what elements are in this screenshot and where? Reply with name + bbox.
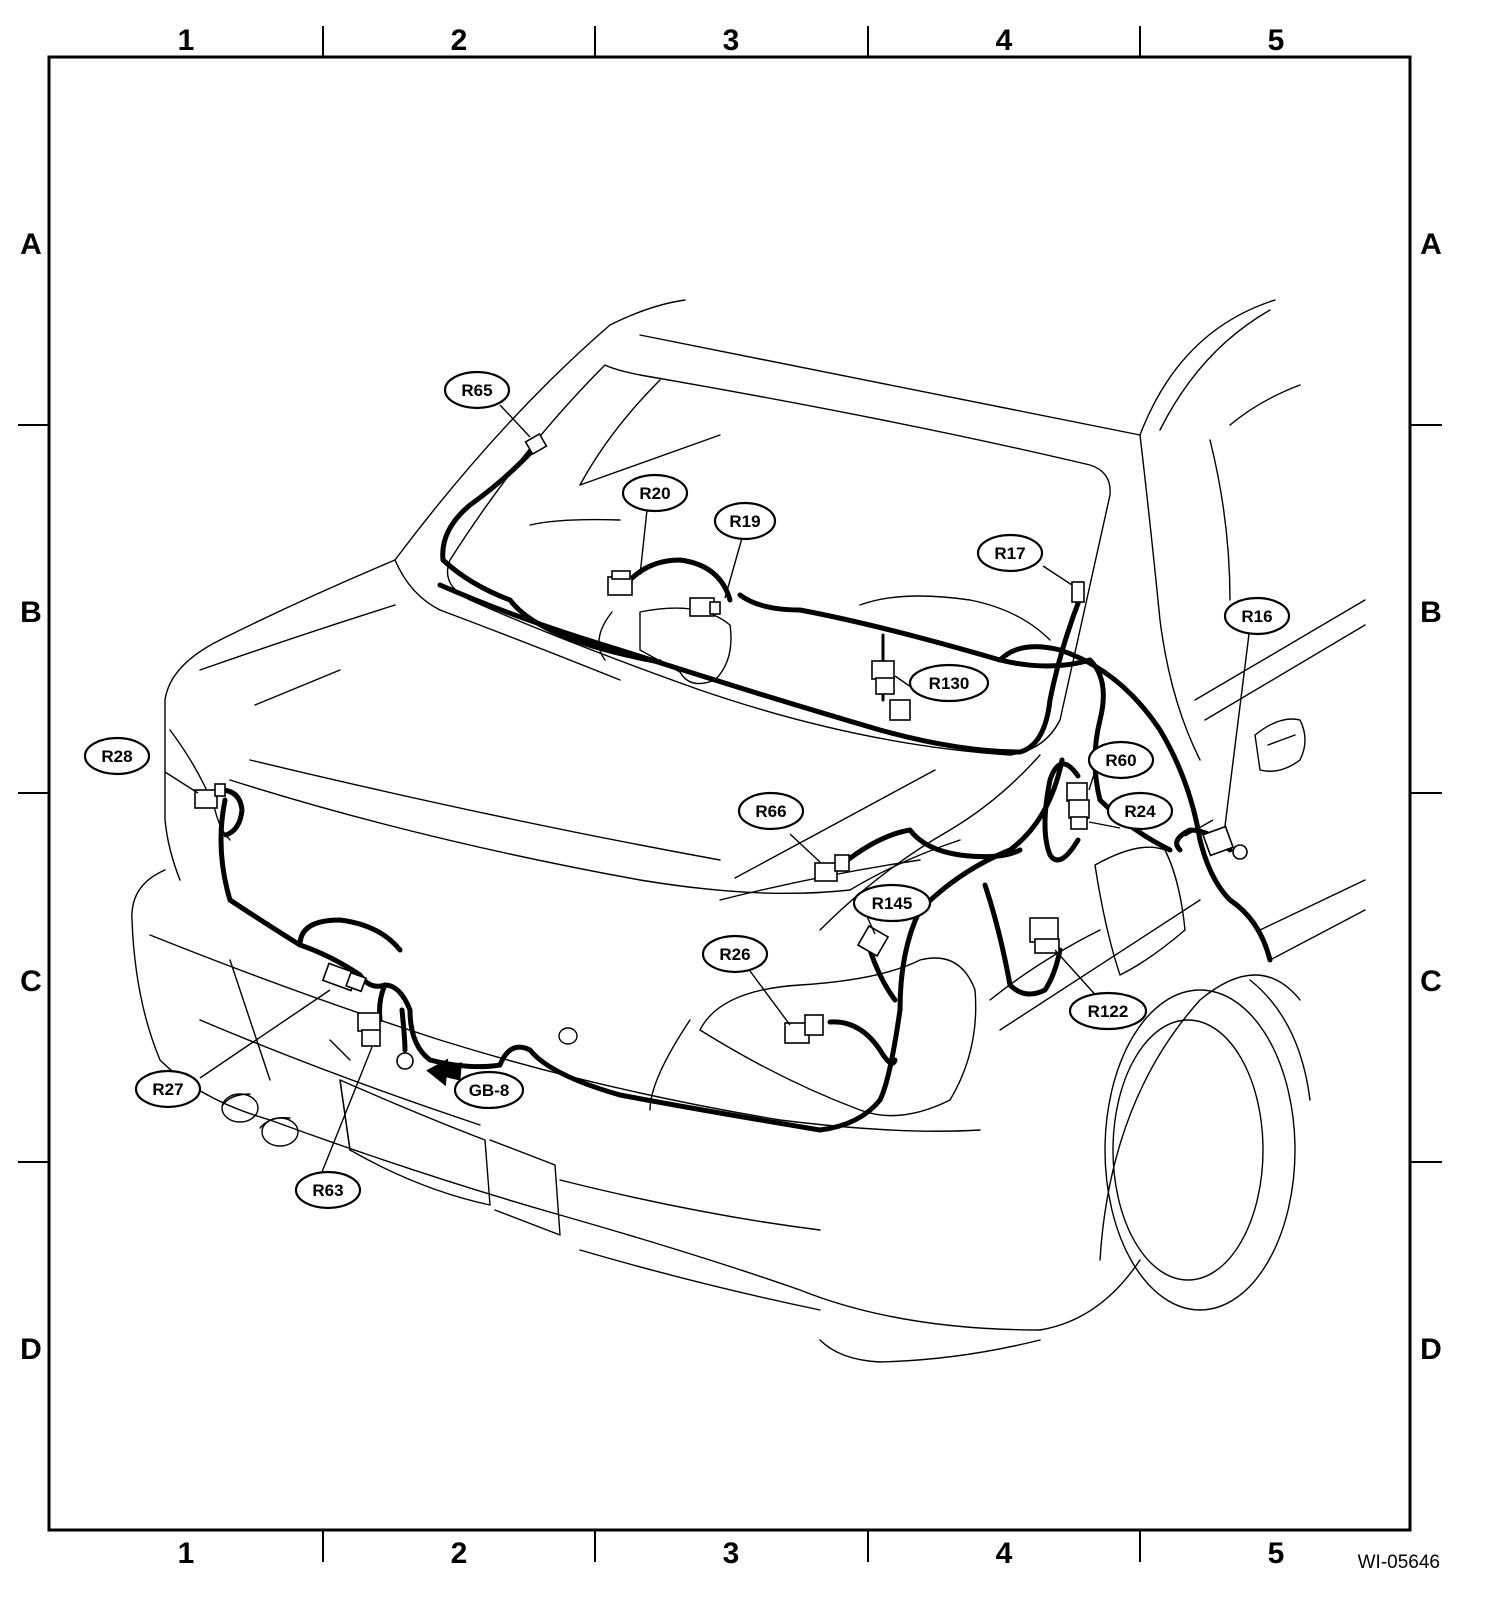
- column-label-1-bottom: 1: [178, 1537, 195, 1570]
- column-label-2-bottom: 2: [451, 1537, 468, 1570]
- callout-r65-label: R65: [461, 381, 492, 400]
- callouts: R65 R20 R19 R17 R16 R130 R28 R60: [83, 370, 1291, 1210]
- callout-r16: R16: [1223, 596, 1291, 636]
- callout-r130: R130: [908, 663, 990, 703]
- ground-terminal-gb8: [396, 1052, 414, 1070]
- callout-r60-label: R60: [1105, 751, 1136, 770]
- connector-r66: [814, 854, 850, 882]
- column-label-4-bottom: 4: [996, 1537, 1013, 1570]
- gb8-arrow-icon: [426, 1058, 462, 1087]
- callout-r16-label: R16: [1241, 607, 1272, 626]
- callout-r66-label: R66: [755, 802, 786, 821]
- callout-r28: R28: [83, 736, 151, 776]
- column-label-5: 5: [1268, 24, 1285, 57]
- row-label-c: C: [20, 965, 42, 998]
- row-label-b: B: [20, 596, 42, 629]
- column-label-2: 2: [451, 24, 468, 57]
- callout-r26: R26: [701, 934, 769, 974]
- callout-r20-label: R20: [639, 484, 670, 503]
- figure-code: WI-05646: [1358, 1552, 1440, 1573]
- column-label-3: 3: [723, 24, 740, 57]
- connector-r65: [524, 432, 548, 456]
- row-label-a: A: [20, 228, 42, 261]
- callout-r66: R66: [737, 791, 805, 831]
- grid-row-labels-right: A B C D: [1420, 228, 1442, 1366]
- connector-r16: [1201, 825, 1248, 860]
- connectors: [194, 432, 1248, 1070]
- connector-r17: [1071, 581, 1085, 603]
- column-label-4: 4: [996, 24, 1013, 57]
- connector-r130: [871, 660, 911, 721]
- callout-r145: R145: [852, 883, 932, 923]
- callout-r17-label: R17: [994, 544, 1025, 563]
- connector-r60: [1066, 782, 1090, 830]
- connector-r19: [689, 597, 721, 617]
- callout-r65: R65: [443, 370, 511, 410]
- row-label-d: D: [20, 1333, 42, 1366]
- callout-r19: R19: [713, 501, 777, 541]
- callout-r20: R20: [621, 473, 689, 513]
- callout-gb8-label: GB-8: [469, 1081, 510, 1100]
- row-label-c-right: C: [1420, 965, 1442, 998]
- row-dividers: [18, 424, 1442, 1163]
- callout-r122-label: R122: [1088, 1002, 1129, 1021]
- column-label-3-bottom: 3: [723, 1537, 740, 1570]
- callout-r27-label: R27: [152, 1080, 183, 1099]
- connector-r28: [194, 783, 226, 809]
- callout-r17: R17: [976, 533, 1044, 573]
- callout-r145-label: R145: [872, 894, 913, 913]
- grid-column-labels-bottom: 1 2 3 4 5: [178, 1537, 1285, 1570]
- callout-r27: R27: [134, 1069, 202, 1109]
- wiring-harness: [217, 445, 1273, 1133]
- connector-r20: [607, 570, 633, 596]
- column-dividers: [322, 26, 1141, 1562]
- connector-r27: [321, 962, 367, 993]
- connector-r122: [1029, 917, 1060, 954]
- column-label-5-bottom: 5: [1268, 1537, 1285, 1570]
- connector-r145: [856, 924, 890, 958]
- row-label-b-right: B: [1420, 596, 1442, 629]
- connector-r26: [784, 1014, 824, 1044]
- connector-r63: [357, 1012, 381, 1047]
- row-label-d-right: D: [1420, 1333, 1442, 1366]
- callout-r28-label: R28: [101, 747, 132, 766]
- leader-lines: [164, 404, 1250, 1178]
- callout-r19-label: R19: [729, 512, 760, 531]
- car-body-outline: [131, 299, 1366, 1363]
- callout-r24-label: R24: [1124, 802, 1156, 821]
- callout-r63: R63: [294, 1170, 362, 1210]
- callout-r63-label: R63: [312, 1181, 343, 1200]
- row-label-a-right: A: [1420, 228, 1442, 261]
- callout-r60: R60: [1087, 740, 1155, 780]
- callout-r26-label: R26: [719, 945, 750, 964]
- grid-column-labels-top: 1 2 3 4 5: [178, 24, 1285, 57]
- callout-r24: R24: [1106, 791, 1174, 831]
- callout-r122: R122: [1068, 991, 1148, 1031]
- callout-r130-label: R130: [929, 674, 970, 693]
- grid-row-labels-left: A B C D: [20, 228, 42, 1366]
- callout-gb8: GB-8: [453, 1070, 525, 1110]
- column-label-1: 1: [178, 24, 195, 57]
